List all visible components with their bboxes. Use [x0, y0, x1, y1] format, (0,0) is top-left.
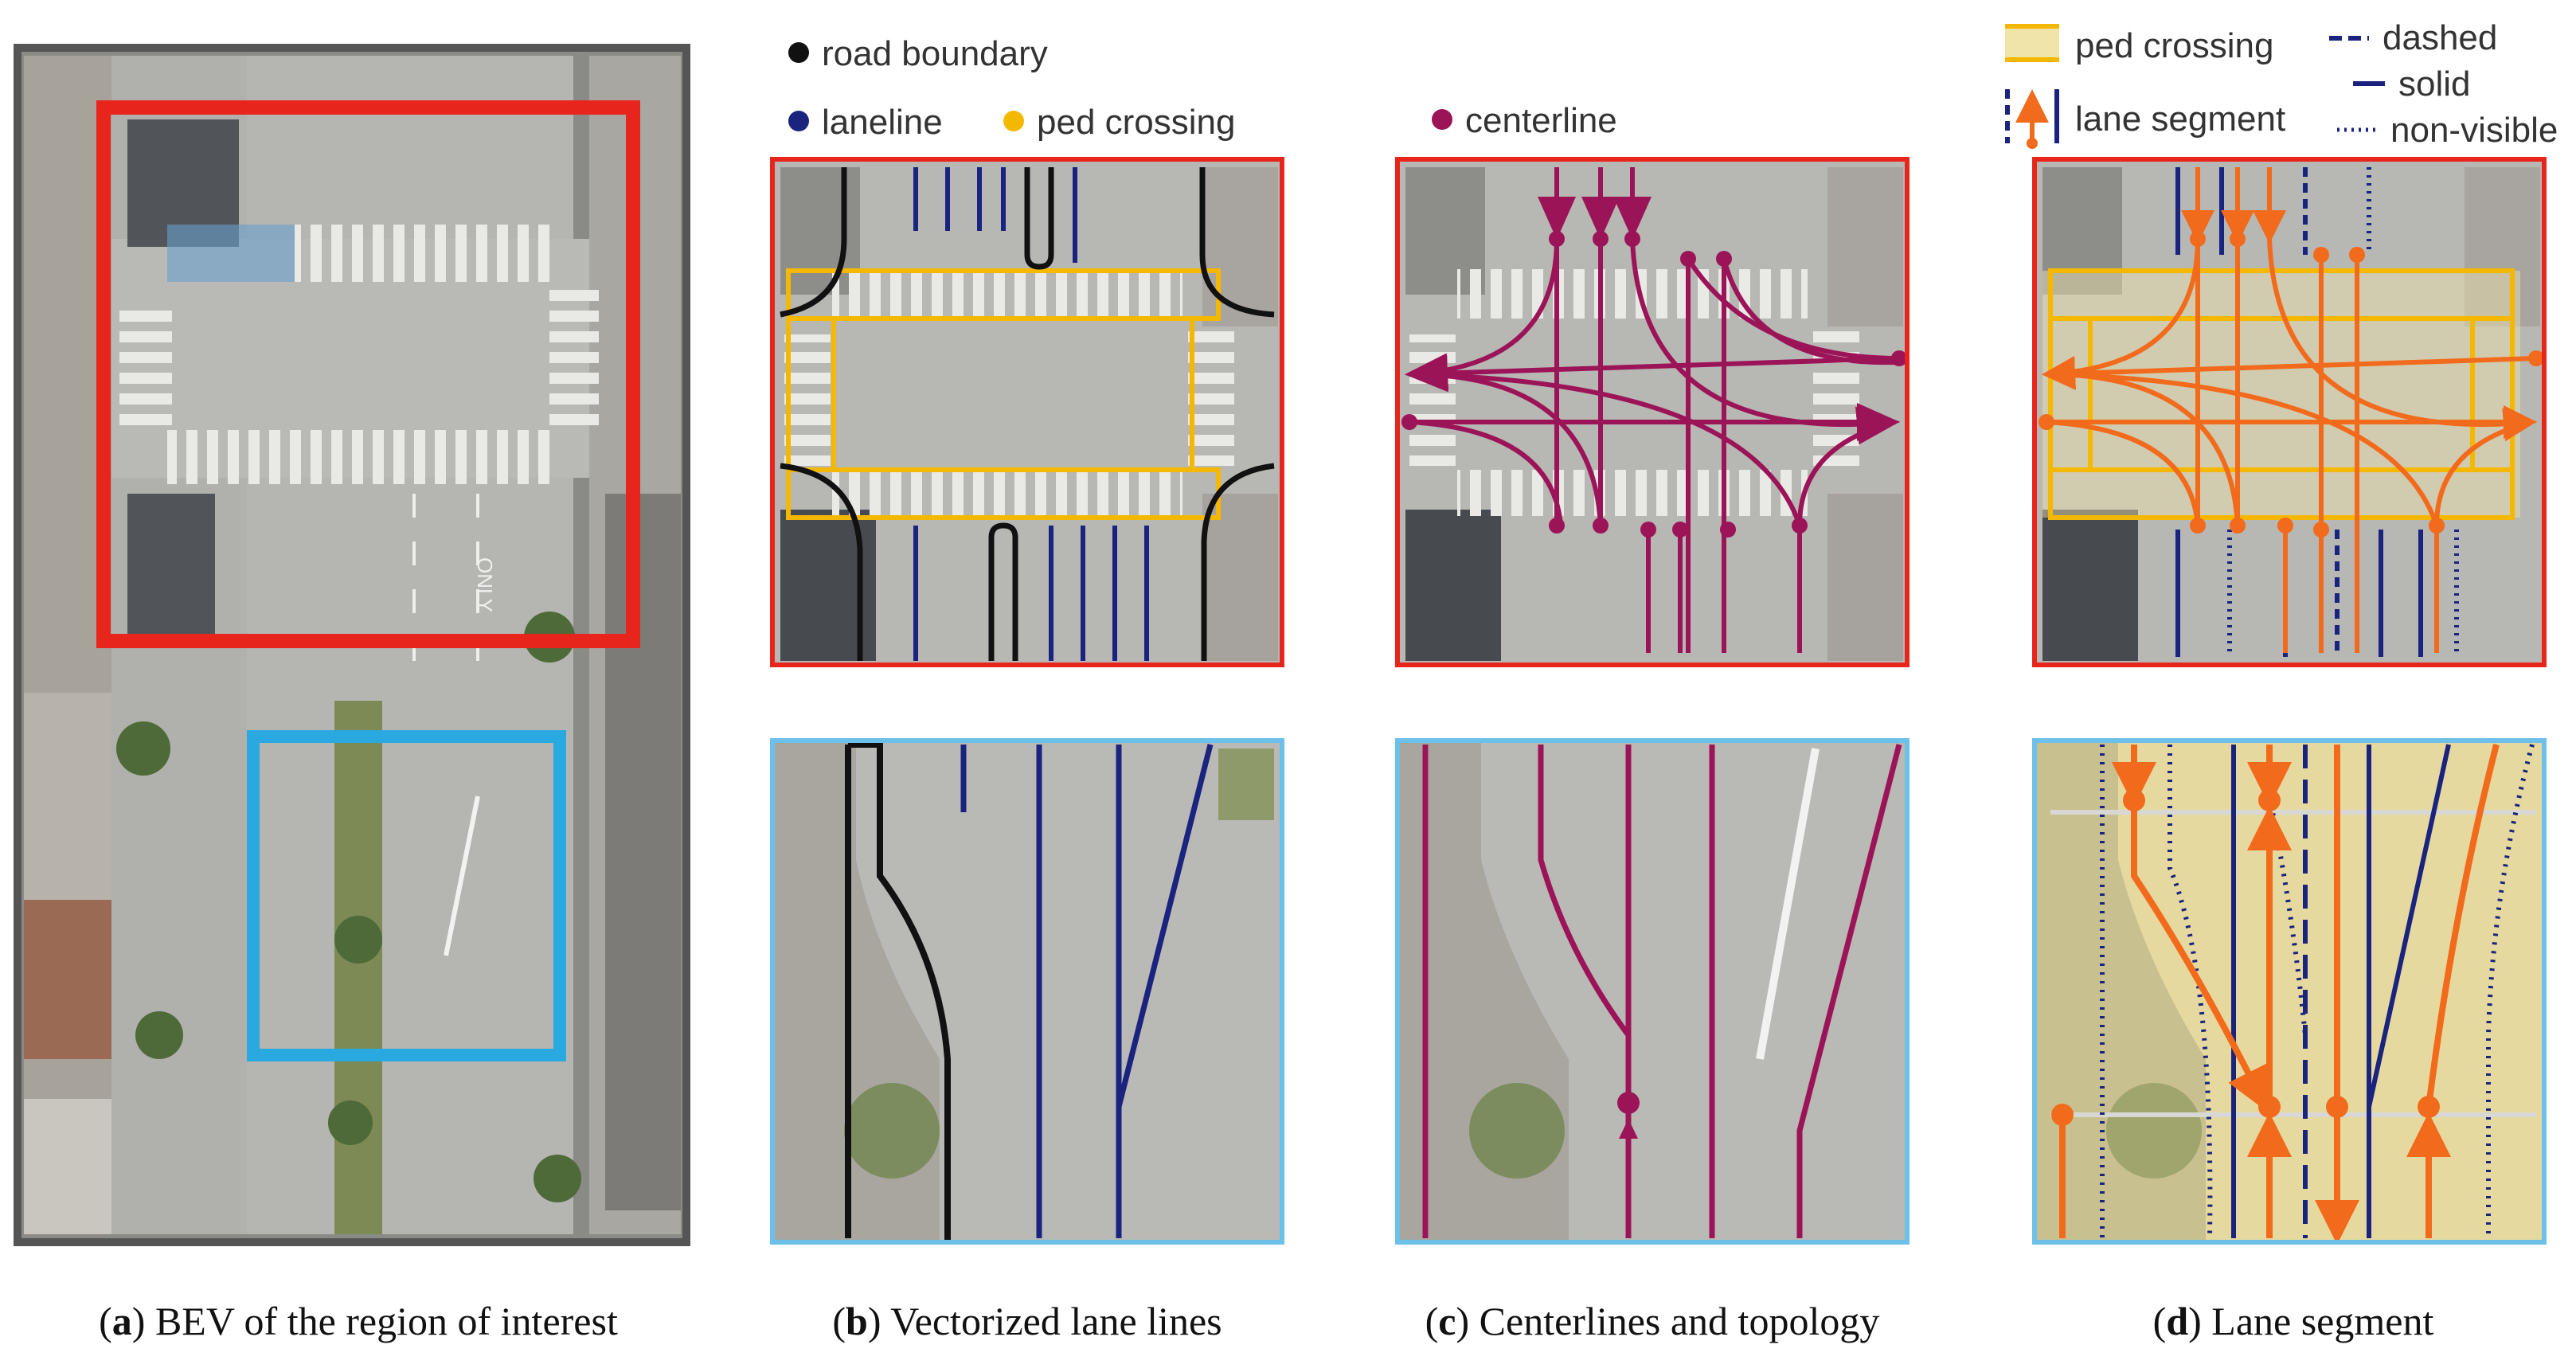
- caption-c-text: Centerlines and topology: [1479, 1299, 1880, 1343]
- panel-d-top: [2032, 157, 2547, 667]
- caption-a-letter: a: [111, 1299, 132, 1343]
- caption-d-text: Lane segment: [2211, 1299, 2434, 1343]
- legend-d-ped-crossing-label: ped crossing: [2075, 26, 2274, 65]
- caption-a: (a) BEV of the region of interest: [99, 1299, 618, 1343]
- road-marking-only: ONLY: [473, 557, 497, 612]
- panel-c-bottom: [1395, 738, 1910, 1245]
- panel-a-bev: ONLY: [14, 44, 690, 1246]
- caption-a-text: BEV of the region of interest: [154, 1299, 618, 1343]
- legend-d-lane-segment-label: lane segment: [2075, 100, 2286, 139]
- legend-ped-crossing-label: ped crossing: [1037, 103, 1236, 142]
- caption-d-letter: d: [2166, 1299, 2189, 1343]
- legend-laneline-label: laneline: [822, 103, 943, 142]
- ped-crossing-swatch: [1003, 111, 1024, 132]
- panel-d-bottom: [2032, 738, 2547, 1245]
- caption-d: (d) Lane segment: [2152, 1299, 2434, 1343]
- legend-laneline: laneline: [788, 105, 943, 140]
- panel-b-top: [770, 157, 1284, 667]
- legend-centerline-label: centerline: [1465, 101, 1617, 140]
- laneline-swatch: [788, 111, 809, 132]
- caption-b-text: Vectorized lane lines: [890, 1299, 1222, 1343]
- legend-road-boundary: road boundary: [788, 37, 1048, 72]
- caption-b: (b) Vectorized lane lines: [832, 1299, 1222, 1343]
- caption-c: (c) Centerlines and topology: [1425, 1299, 1880, 1343]
- legend-road-boundary-label: road boundary: [822, 34, 1048, 73]
- legend-centerline: centerline: [1432, 104, 1617, 139]
- panel-b-bottom: [770, 738, 1284, 1245]
- legend-d-non-visible-label: non-visible: [2390, 111, 2558, 150]
- legend-ped-crossing: ped crossing: [1003, 105, 1235, 140]
- centerline-swatch: [1432, 109, 1452, 131]
- legend-d-swatches: [2005, 24, 2385, 149]
- caption-b-letter: b: [846, 1299, 868, 1343]
- legend-d-solid-label: solid: [2398, 64, 2471, 104]
- panel-c-top: [1395, 157, 1910, 667]
- caption-c-letter: c: [1438, 1299, 1456, 1343]
- legend-d-dashed-label: dashed: [2383, 18, 2498, 57]
- road-boundary-swatch: [788, 42, 809, 64]
